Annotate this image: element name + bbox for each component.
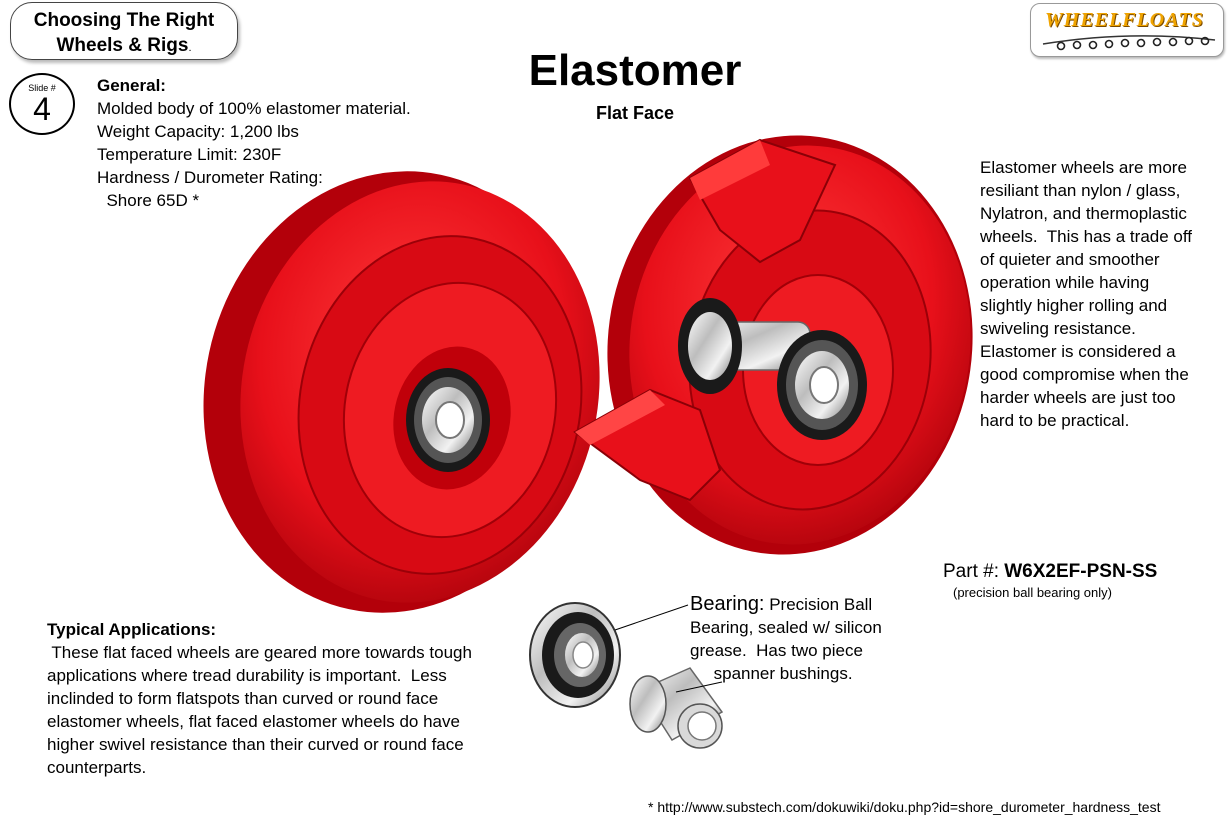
- bearing-description: Bearing: Precision Ball Bearing, sealed …: [690, 593, 920, 685]
- applications-line: counterparts.: [47, 758, 147, 777]
- part-number-value: W6X2EF-PSN-SS: [1004, 561, 1158, 582]
- page-title: Elastomer: [528, 46, 742, 95]
- description-line: of quieter and smoother: [980, 250, 1160, 269]
- wheelfloats-logo: WHEELFLOATS: [1030, 3, 1224, 57]
- general-line: Temperature Limit: 230F: [97, 145, 282, 164]
- description-line: good compromise when the: [980, 365, 1189, 384]
- slide-number-badge: Slide # 4: [9, 73, 75, 135]
- description-line: Elastomer is considered a: [980, 342, 1176, 361]
- part-note: (precision ball bearing only): [953, 585, 1112, 600]
- footnote-link[interactable]: * http://www.substech.com/dokuwiki/doku.…: [648, 799, 1161, 815]
- bearing-line: Bearing, sealed w/ silicon: [690, 618, 882, 637]
- applications-line: These flat faced wheels are geared more …: [47, 643, 472, 662]
- description-line: hard to be practical.: [980, 411, 1130, 430]
- page-subtitle: Flat Face: [595, 103, 675, 123]
- spanner-bushing-icon: [629, 667, 724, 749]
- general-line: Weight Capacity: 1,200 lbs: [97, 122, 299, 141]
- description-line: wheels. This has a trade off: [980, 227, 1192, 246]
- bearing-line: grease. Has two piece: [690, 641, 863, 660]
- section-title-box: Choosing The Right Wheels & Rigs.: [10, 2, 238, 60]
- logo-wheels-icon: [1042, 35, 1216, 51]
- bearing-label: Bearing:: [690, 593, 765, 615]
- general-line: Molded body of 100% elastomer material.: [97, 99, 411, 118]
- bearing-line: spanner bushings.: [690, 664, 853, 683]
- slide-number: 4: [33, 91, 51, 127]
- description-line: slightly higher rolling and: [980, 296, 1168, 315]
- general-line: Hardness / Durometer Rating:: [97, 168, 323, 187]
- logo-text: WHEELFLOATS: [1045, 9, 1204, 31]
- description-line: swiveling resistance.: [980, 319, 1136, 338]
- applications-line: applications where tread durability is i…: [47, 666, 447, 685]
- description-line: Elastomer wheels are more: [980, 158, 1187, 177]
- description-line: Nylatron, and thermoplastic: [980, 204, 1187, 223]
- description-line: harder wheels are just too: [980, 388, 1176, 407]
- general-specs: General: Molded body of 100% elastomer m…: [97, 74, 411, 212]
- general-heading: General:: [97, 76, 166, 95]
- applications-line: elastomer wheels, flat faced elastomer w…: [47, 712, 460, 731]
- typical-applications: Typical Applications: These flat faced w…: [47, 618, 537, 779]
- part-number: Part #: W6X2EF-PSN-SS: [943, 561, 1157, 583]
- part-label: Part #:: [943, 561, 1005, 582]
- applications-line: higher swivel resistance than their curv…: [47, 735, 464, 754]
- left-wheel-icon: [203, 171, 600, 613]
- bearing-line: Precision Ball: [764, 595, 873, 614]
- description-line: operation while having: [980, 273, 1150, 292]
- ball-bearing-icon: [529, 602, 689, 708]
- wheel-description: Elastomer wheels are more resiliant than…: [980, 156, 1225, 432]
- slide-number-label: Slide #: [28, 83, 56, 93]
- description-line: resiliant than nylon / glass,: [980, 181, 1181, 200]
- right-wheel-cutaway-icon: [573, 135, 973, 555]
- general-line: Shore 65D *: [97, 191, 200, 210]
- section-title-line2: Wheels & Rigs.: [56, 35, 192, 56]
- applications-line: inclinded to form flatspots than curved …: [47, 689, 439, 708]
- applications-heading: Typical Applications:: [47, 620, 217, 639]
- section-title-line1: Choosing The Right: [33, 10, 215, 31]
